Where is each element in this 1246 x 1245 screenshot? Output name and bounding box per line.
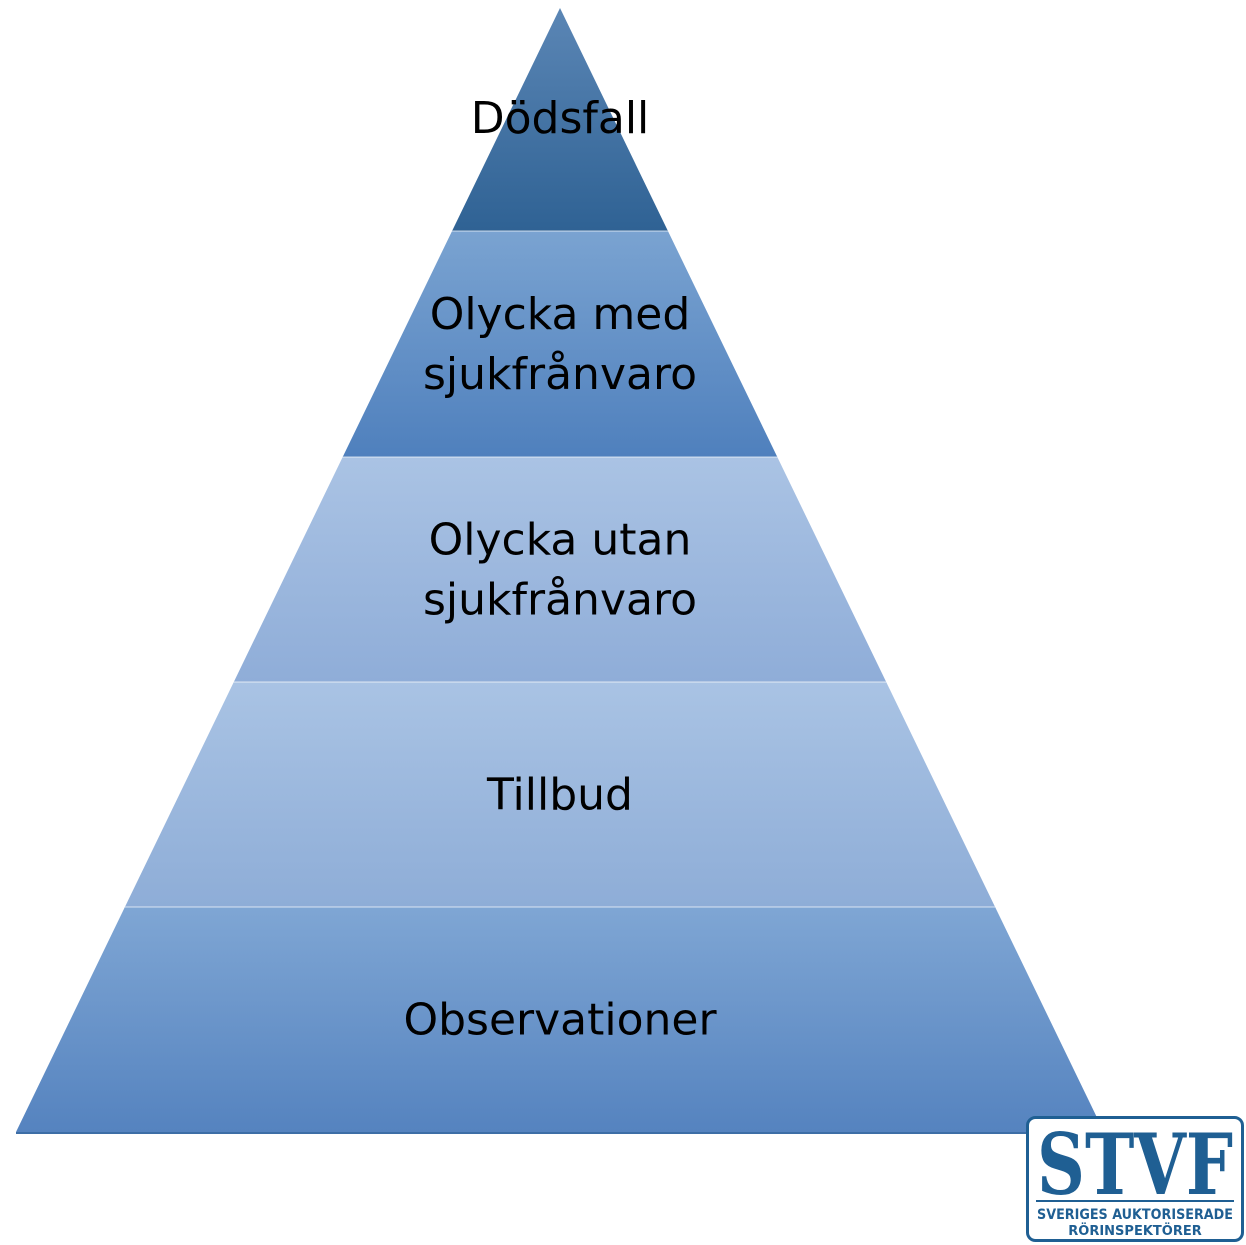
pyramid-tier-2: Olycka med sjukfrånvaro (342, 230, 778, 457)
pyramid-tier-label-line: Tillbud (486, 770, 633, 821)
pyramid-tier-label: Observationer (403, 995, 717, 1046)
pyramid-tier-label-line: sjukfrånvaro (423, 349, 697, 400)
pyramid-tier-shape (124, 682, 996, 907)
logo-subtitle-line1: SVERIGES AUKTORISERADE (1037, 1207, 1233, 1223)
pyramid-tier-label-line: Observationer (403, 995, 717, 1046)
pyramid-tier-shape (342, 231, 778, 457)
logo-subtitle-line2: RÖRINSPEKTÖRER (1068, 1223, 1201, 1239)
logo-wordmark: STVF (1037, 1116, 1233, 1214)
pyramid-tier-shape (233, 457, 887, 682)
pyramid-tier-label: Dödsfall (471, 93, 650, 144)
pyramid-tier-5: Observationer (16, 906, 1104, 1132)
pyramid-tier-label: Olycka med sjukfrånvaro (423, 289, 697, 400)
pyramid-tier-4: Tillbud (124, 681, 996, 907)
pyramid-tier-label-line: Dödsfall (471, 93, 650, 144)
pyramid-tier-label: Tillbud (486, 770, 633, 821)
pyramid-tier-shape (452, 8, 668, 231)
pyramid-tier-label: Olycka utan sjukfrånvaro (423, 515, 697, 626)
pyramid-tier-label-line: Olycka utan (429, 515, 692, 566)
pyramid-tier-label-line: sjukfrånvaro (423, 575, 697, 626)
stvf-logo: STVF SVERIGES AUKTORISERADE RÖRINSPEKTÖR… (1026, 1116, 1244, 1242)
pyramid-tier-3: Olycka utan sjukfrånvaro (233, 456, 887, 682)
pyramid-tier-1: Dödsfall (452, 8, 668, 231)
pyramid-tier-label-line: Olycka med (430, 289, 691, 340)
pyramid-tier-shape (16, 907, 1104, 1132)
